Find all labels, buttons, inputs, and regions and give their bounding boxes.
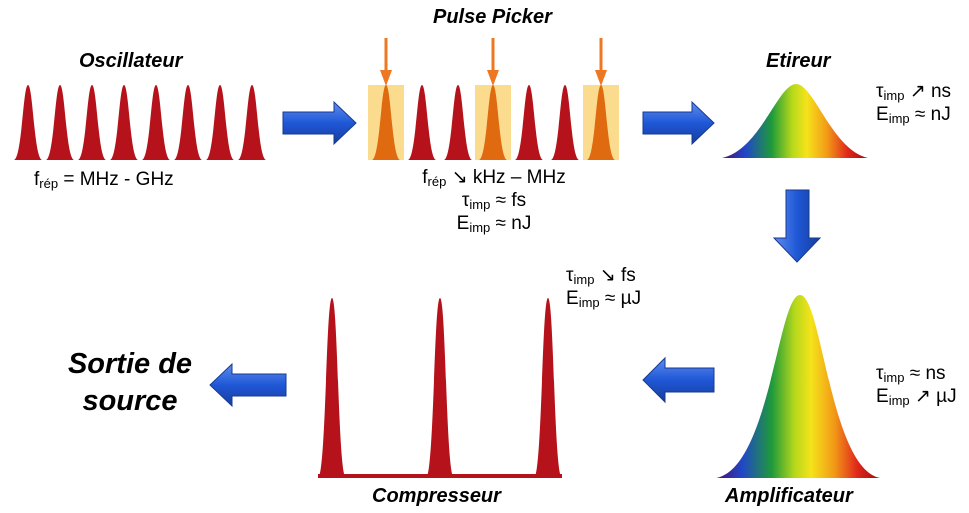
pulse-icon — [318, 298, 346, 478]
compressor-title: Compresseur — [372, 485, 501, 507]
pulse-icon — [174, 85, 202, 160]
output-line-1: Sortie de — [67, 348, 193, 380]
flow-arrow-icon — [642, 356, 715, 404]
pulse-icon — [426, 298, 454, 478]
pulse-icon — [110, 85, 138, 160]
picker-title: Pulse Picker — [433, 6, 552, 28]
picker-arrow-icon — [380, 38, 392, 86]
stretcher-tau: τimp ↗ ns — [876, 81, 952, 103]
pulse-icon — [479, 85, 507, 160]
picker-params: frép ↘ kHz – MHz τimp ≈ fs Eimp ≈ nJ — [396, 166, 592, 235]
pulse-icon — [78, 85, 106, 160]
flow-arrow-icon — [282, 100, 357, 146]
stretcher-params: τimp ↗ ns Eimp ≈ nJ — [876, 80, 951, 126]
oscillator-title: Oscillateur — [79, 50, 183, 72]
pulse-icon — [14, 85, 42, 160]
pulse-icon — [238, 85, 266, 160]
oscillator-pulse-train — [14, 85, 266, 160]
flow-arrow-icon — [772, 189, 822, 263]
spectrum-gauss-icon — [716, 295, 880, 478]
amplifier-energy: Eimp ↗ µJ — [876, 386, 957, 408]
pulse-icon — [372, 85, 400, 160]
stretcher-title: Etireur — [766, 50, 831, 72]
picker-f-rep: frép ↘ kHz – MHz — [422, 167, 566, 189]
amplifier-params: τimp ≈ ns Eimp ↗ µJ — [876, 362, 957, 408]
amplifier-title: Amplificateur — [725, 485, 853, 507]
pulse-icon — [587, 85, 615, 160]
pulse-icon — [408, 85, 436, 160]
stretcher-energy: Eimp ≈ nJ — [876, 104, 951, 126]
oscillator-params: frép = MHz - GHz — [34, 169, 174, 191]
spectrum-gauss-icon — [722, 84, 868, 158]
flow-arrow-icon — [209, 362, 287, 408]
pulse-baseline — [318, 474, 562, 478]
output-line-2: source — [82, 385, 178, 417]
pulse-icon — [206, 85, 234, 160]
pulse-icon — [46, 85, 74, 160]
compressor-pulse-train — [318, 298, 562, 478]
pulse-icon — [142, 85, 170, 160]
output-label: Sortie de source — [52, 346, 208, 420]
flow-arrow-icon — [642, 100, 715, 146]
pulse-icon — [534, 298, 562, 478]
picker-energy: Eimp ≈ nJ — [456, 213, 532, 235]
compressor-tau: τimp ↘ fs — [566, 265, 636, 287]
compressor-params: τimp ↘ fs Eimp ≈ µJ — [566, 264, 641, 310]
amplifier-tau: τimp ≈ ns — [876, 363, 946, 385]
pulse-icon — [551, 85, 579, 160]
pulse-icon — [515, 85, 543, 160]
pulse-icon — [444, 85, 472, 160]
picker-arrow-icon — [487, 38, 499, 86]
picker-arrow-icon — [595, 38, 607, 86]
picker-tau: τimp ≈ fs — [461, 190, 527, 212]
pulse-picker-train — [368, 38, 619, 160]
compressor-energy: Eimp ≈ µJ — [566, 288, 642, 310]
